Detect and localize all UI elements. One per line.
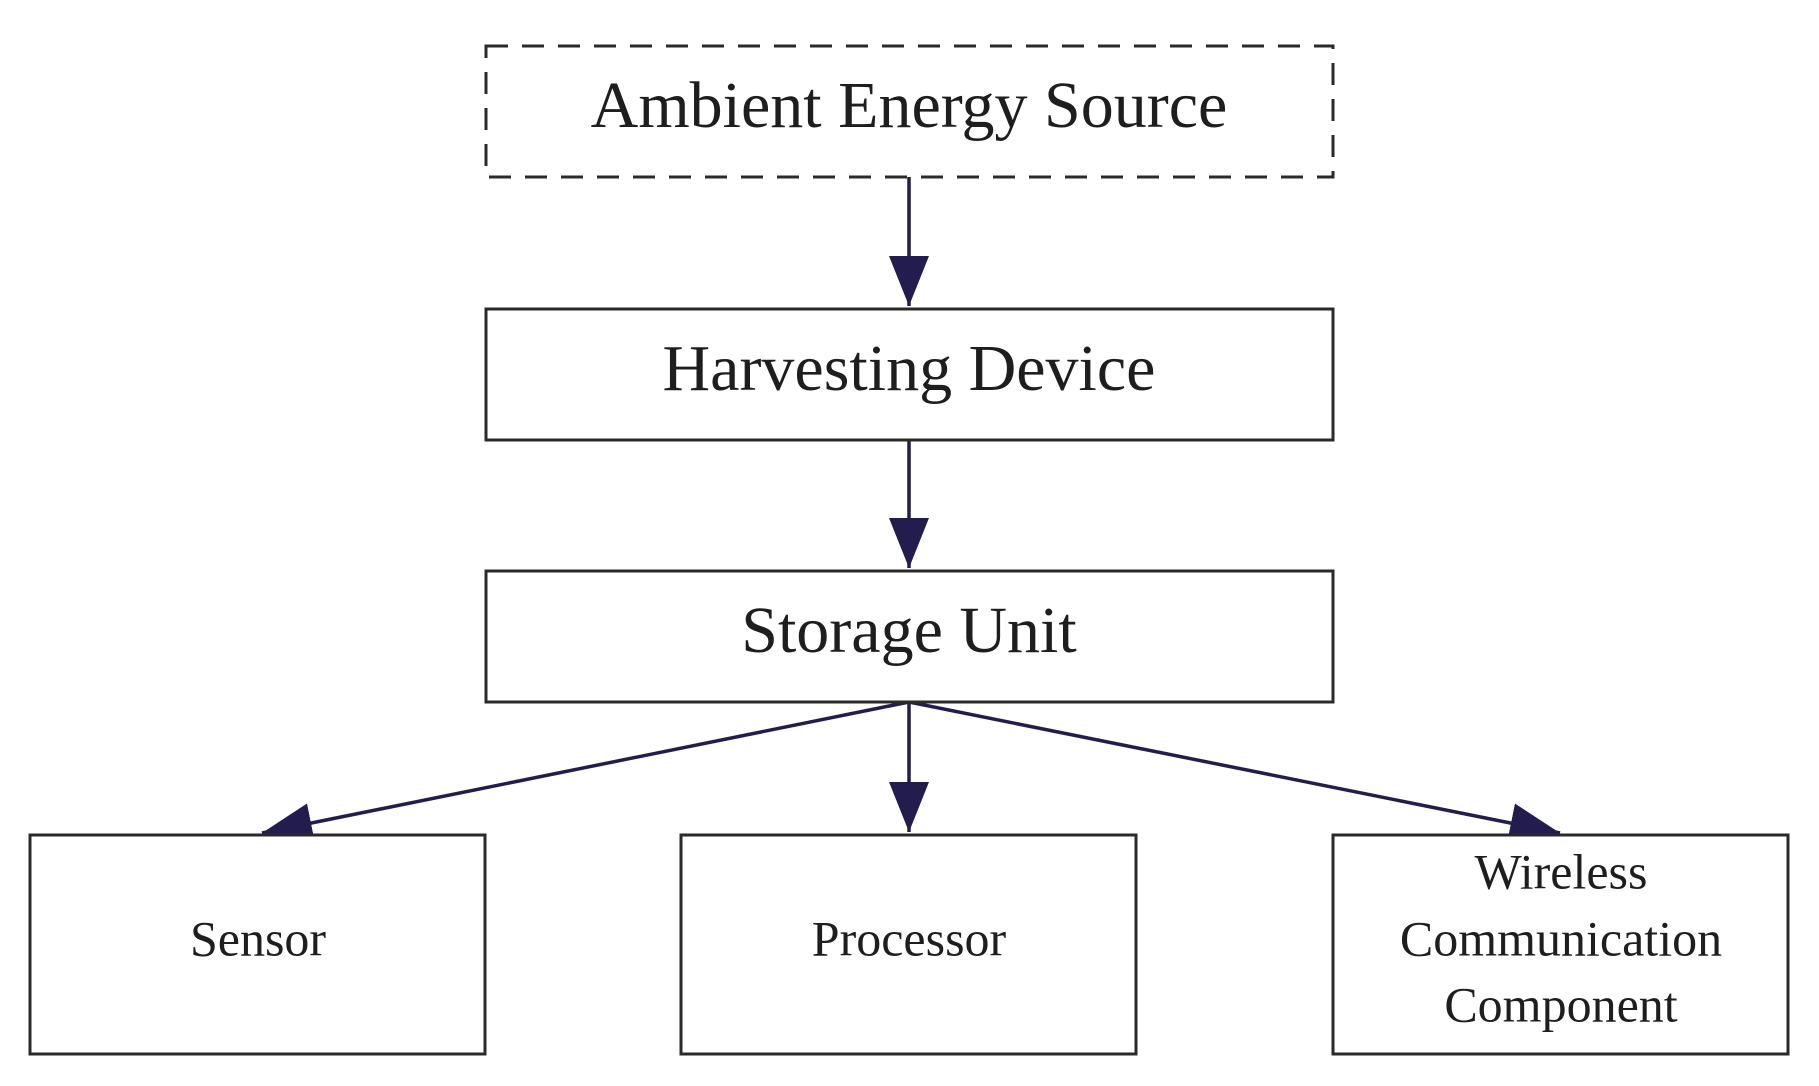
- node-wireless-label-line-1: Wireless: [1475, 843, 1648, 899]
- node-harvesting-label: Harvesting Device: [663, 332, 1156, 405]
- node-storage-box: [484, 569, 1335, 704]
- node-sensor: Sensor: [28, 833, 487, 1056]
- node-storage-unit: Storage Unit: [484, 569, 1335, 704]
- node-processor-label: Processor: [812, 910, 1007, 966]
- node-ambient-label: Ambient Energy Source: [591, 69, 1228, 142]
- node-ambient-box: [484, 44, 1335, 179]
- node-ambient-energy-source: Ambient Energy Source: [484, 44, 1335, 179]
- node-sensor-box: [28, 833, 487, 1056]
- node-sensor-label: Sensor: [190, 910, 326, 966]
- node-harvesting-device: Harvesting Device: [484, 307, 1335, 442]
- node-harvesting-box: [484, 307, 1335, 442]
- edge-storage-to-sensor: [261, 700, 910, 843]
- node-wireless-label-line-2: Communication: [1400, 910, 1722, 966]
- node-processor-box: [679, 833, 1138, 1056]
- edges: [261, 177, 1561, 843]
- node-processor: Processor: [679, 833, 1138, 1056]
- node-storage-label: Storage Unit: [741, 594, 1076, 667]
- edge-storage-to-wireless: [908, 700, 1561, 843]
- node-wireless-label-line-3: Component: [1444, 976, 1677, 1032]
- node-wireless-communication-component: Wireless Communication Component: [1331, 833, 1790, 1056]
- node-wireless-box: [1331, 833, 1790, 1056]
